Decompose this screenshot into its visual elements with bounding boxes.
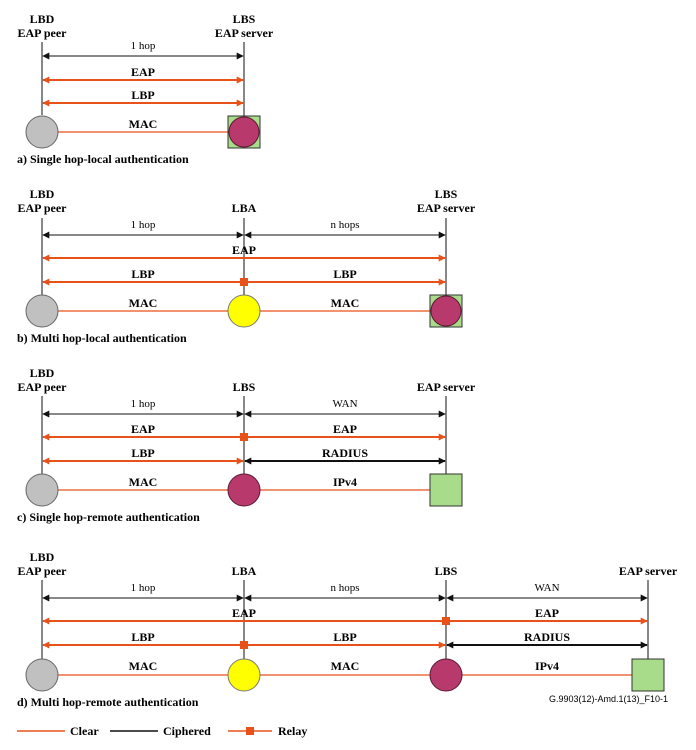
eap-label: EAP	[232, 243, 256, 257]
ipv4-label: IPv4	[333, 475, 357, 489]
mac-label: MAC	[129, 659, 158, 673]
eap-label: EAP	[131, 65, 155, 79]
eap-peer-label: EAP peer	[18, 26, 68, 40]
lbs-label: LBS	[435, 564, 458, 578]
ipv4-label: IPv4	[535, 659, 559, 673]
legend-ciphered-label: Ciphered	[163, 724, 211, 738]
lbp-label: LBP	[131, 267, 154, 281]
eap-peer-label: EAP peer	[18, 201, 68, 215]
lba-node	[227, 658, 261, 692]
lbd-label: LBD	[30, 12, 55, 26]
legend: Clear Ciphered Relay	[17, 724, 307, 738]
lbp-label: LBP	[333, 267, 356, 281]
mac-label: MAC	[129, 475, 158, 489]
eap-server-label: EAP server	[417, 380, 476, 394]
lbd-node	[25, 473, 59, 507]
hop-label: 1 hop	[131, 40, 156, 52]
caption-b: b) Multi hop-local authentication	[17, 331, 187, 345]
relay-marker	[240, 433, 248, 441]
eap-label: EAP	[333, 422, 357, 436]
lbs-node	[430, 295, 462, 327]
wan-label: WAN	[534, 582, 559, 594]
panel-a: LBD EAP peer LBS EAP server 1 hop EAP LB…	[17, 12, 274, 166]
lba-node	[227, 294, 261, 328]
caption-d: d) Multi hop-remote authentication	[17, 695, 199, 709]
caption-c: c) Single hop-remote authentication	[17, 510, 200, 524]
figure-id: G.9903(12)-Amd.1(13)_F10-1	[549, 694, 668, 704]
lbs-label: LBS	[233, 380, 256, 394]
lbp-label: LBP	[131, 446, 154, 460]
lbd-node	[25, 115, 59, 149]
lbs-node	[429, 658, 463, 692]
relay-marker	[442, 617, 450, 625]
eap-server-label: EAP server	[417, 201, 476, 215]
hop-label: 1 hop	[131, 398, 156, 410]
legend-relay-label: Relay	[278, 724, 307, 738]
lbp-label: LBP	[131, 630, 154, 644]
eap-peer-label: EAP peer	[18, 564, 68, 578]
panel-d: LBD EAP peer LBA LBS EAP server 1 hop n …	[17, 550, 678, 709]
eap-label: EAP	[131, 422, 155, 436]
relay-marker	[240, 278, 248, 286]
lbd-label: LBD	[30, 187, 55, 201]
mac-label: MAC	[331, 659, 360, 673]
lba-label: LBA	[232, 201, 257, 215]
eap-server-box	[631, 658, 665, 692]
lbs-node	[227, 473, 261, 507]
panel-b: LBD EAP peer LBA LBS EAP server 1 hop n …	[17, 187, 476, 345]
hop-label: 1 hop	[131, 219, 156, 231]
mac-label: MAC	[331, 296, 360, 310]
mac-label: MAC	[129, 117, 158, 131]
radius-label: RADIUS	[524, 630, 570, 644]
lbs-label: LBS	[233, 12, 256, 26]
lbp-label: LBP	[131, 88, 154, 102]
hop-label: 1 hop	[131, 582, 156, 594]
eap-peer-label: EAP peer	[18, 380, 68, 394]
legend-relay-marker	[246, 727, 254, 735]
eap-label: EAP	[535, 606, 559, 620]
lba-label: LBA	[232, 564, 257, 578]
panel-c: LBD EAP peer LBS EAP server 1 hop WAN EA…	[17, 366, 476, 524]
lbp-label: LBP	[333, 630, 356, 644]
lbs-label: LBS	[435, 187, 458, 201]
lbd-label: LBD	[30, 550, 55, 564]
eap-server-label: EAP server	[619, 564, 678, 578]
mac-label: MAC	[129, 296, 158, 310]
wan-label: WAN	[332, 398, 357, 410]
eap-server-label: EAP server	[215, 26, 274, 40]
radius-label: RADIUS	[322, 446, 368, 460]
relay-marker	[240, 641, 248, 649]
lbd-node	[25, 658, 59, 692]
eap-label: EAP	[232, 606, 256, 620]
caption-a: a) Single hop-local authentication	[17, 152, 189, 166]
n-hops-label: n hops	[330, 582, 359, 594]
eap-server-box	[429, 473, 463, 507]
legend-clear-label: Clear	[70, 724, 99, 738]
lbd-node	[25, 294, 59, 328]
n-hops-label: n hops	[330, 219, 359, 231]
lbs-node	[228, 116, 260, 148]
lbd-label: LBD	[30, 366, 55, 380]
